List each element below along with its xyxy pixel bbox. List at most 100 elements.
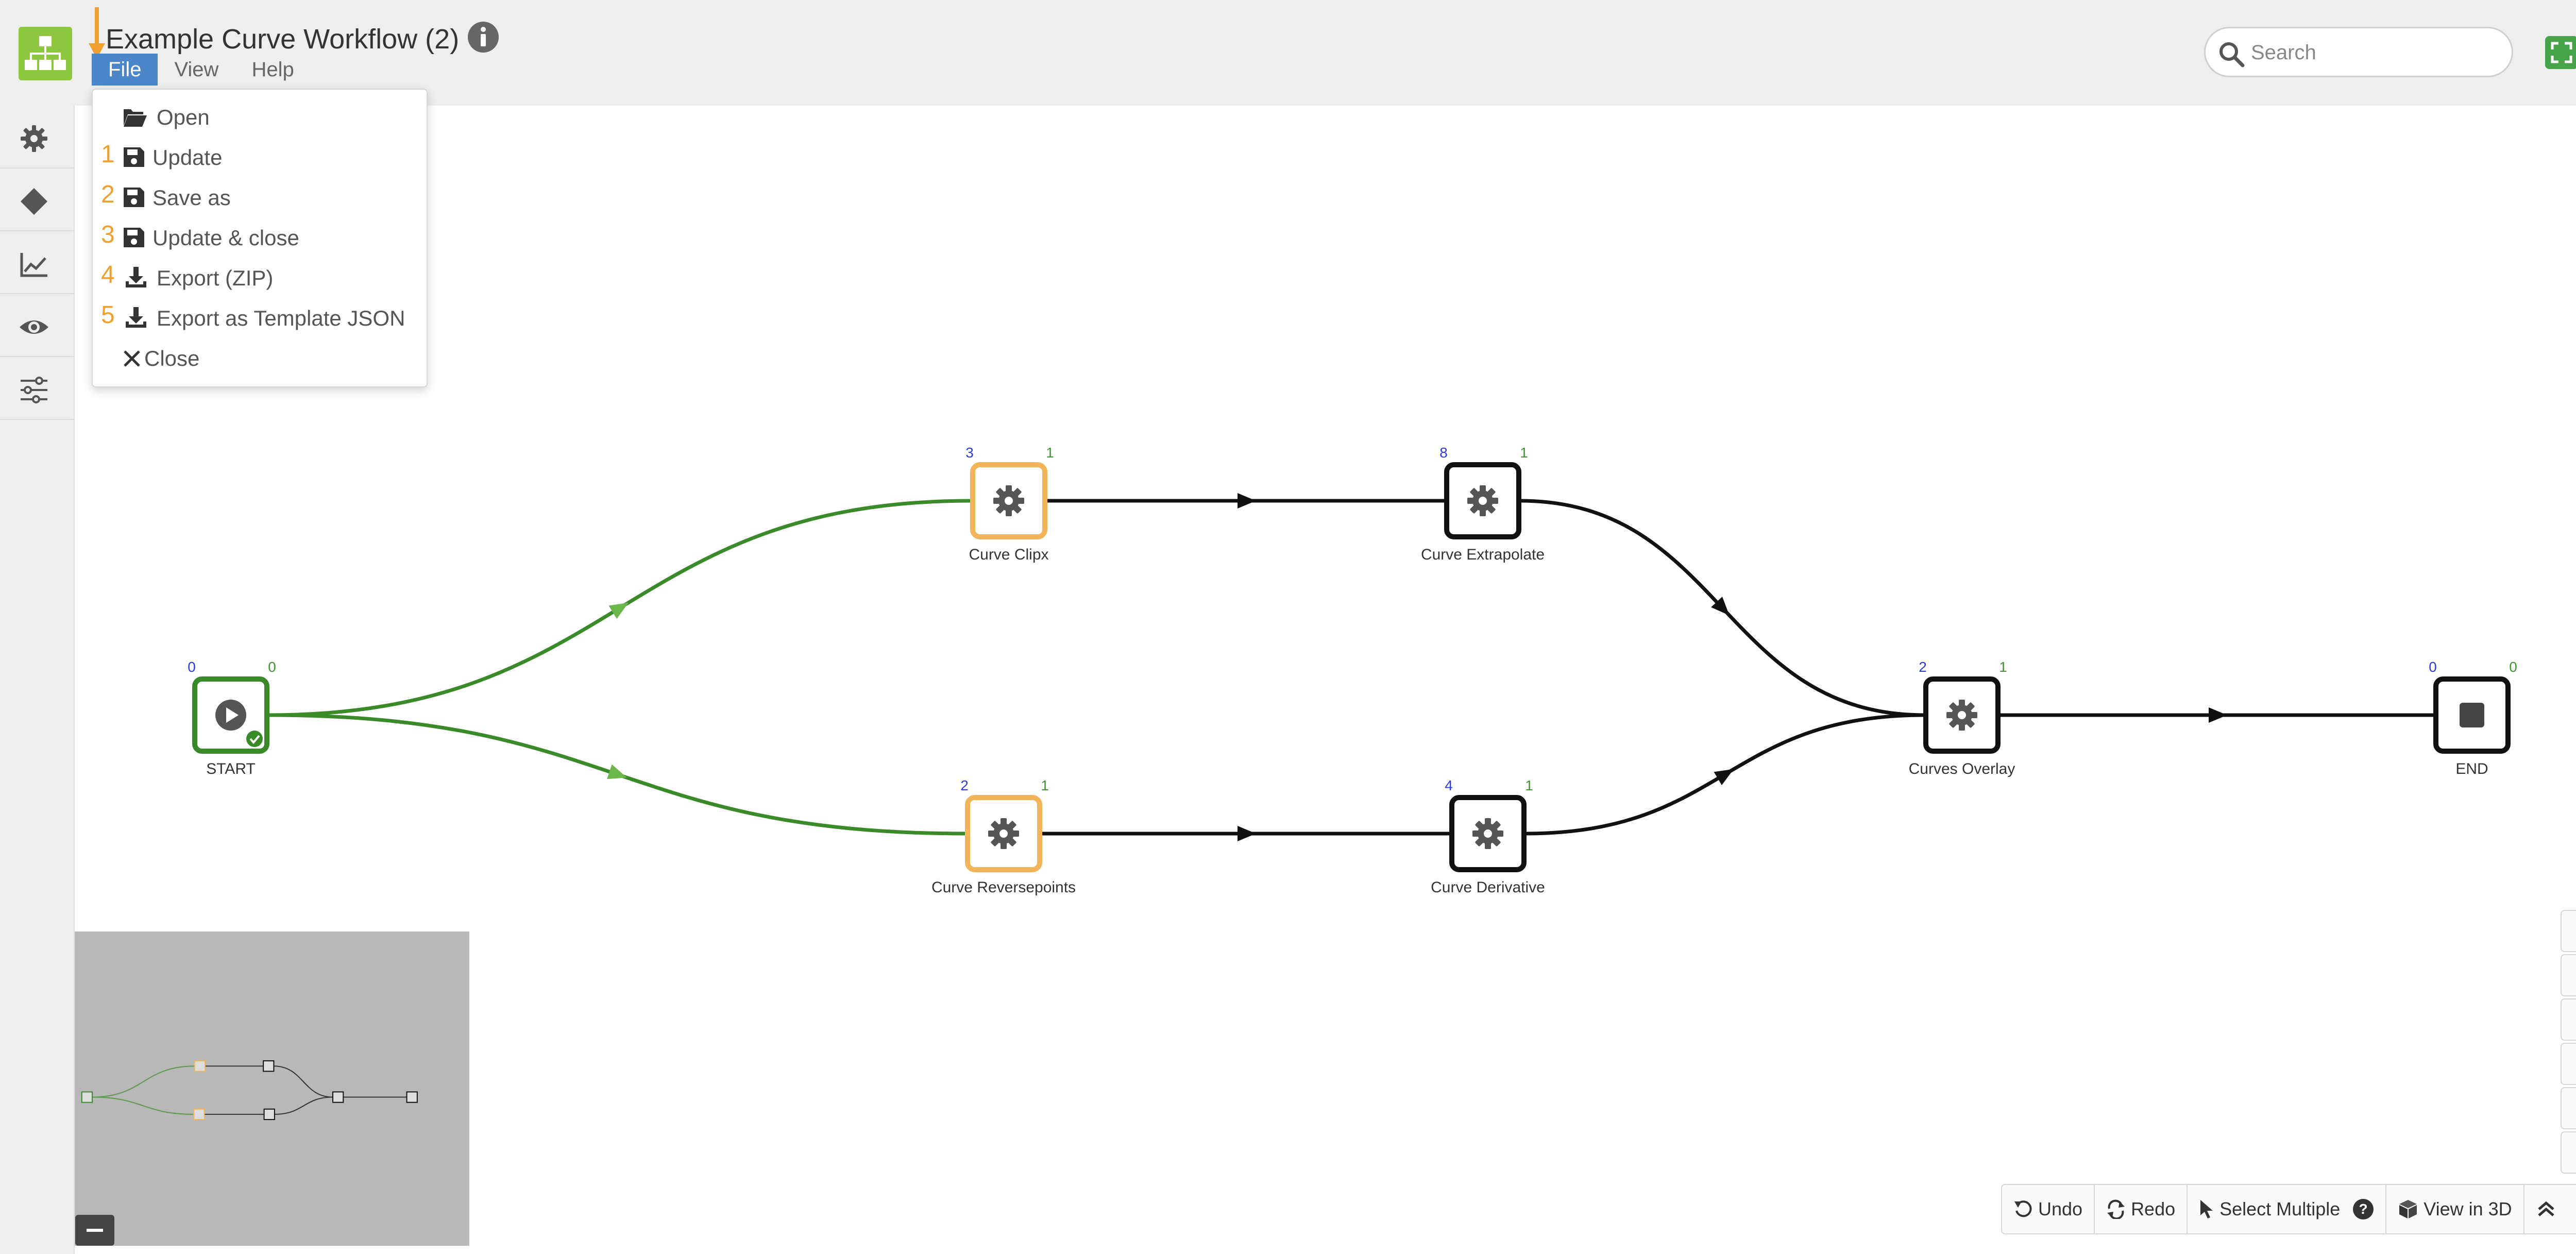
floppy-disk-icon (124, 188, 144, 207)
gear-icon (21, 125, 47, 152)
stop-button[interactable] (2561, 910, 2576, 952)
node-label: START (206, 760, 256, 777)
workflow-title: Example Curve Workflow (2) (106, 24, 460, 55)
line-chart-icon (20, 253, 47, 277)
menu-bar: File View Help (92, 54, 311, 86)
input-port-count: 2 (960, 777, 969, 793)
eye-icon (20, 320, 48, 334)
edge-arrow (1238, 826, 1256, 841)
redo-icon (2107, 1199, 2125, 1219)
undo-icon (2014, 1200, 2032, 1217)
menu-item-label: Save as (152, 185, 231, 210)
menu-help[interactable]: Help (251, 58, 294, 81)
output-port-count: 0 (268, 659, 276, 675)
edge-arrow (607, 764, 627, 779)
bottom-toolbar: Undo Redo Select Multiple ? View in 3D (2001, 1184, 2576, 1234)
input-port-count: 0 (2429, 659, 2437, 675)
output-port-count: 1 (1999, 659, 2007, 675)
minimap[interactable] (75, 931, 469, 1246)
output-port-count: 1 (1525, 777, 1533, 793)
menu-item-update[interactable]: 1 Update (93, 136, 428, 176)
feedback-button[interactable] (2561, 1131, 2576, 1174)
keyboard-button[interactable] (2561, 1087, 2576, 1129)
gear-icon (993, 485, 1024, 516)
workflow-tree-icon (25, 36, 66, 70)
minimap-node (81, 1091, 93, 1103)
search-icon (2219, 42, 2245, 67)
pin-button[interactable] (2561, 998, 2576, 1041)
edge-arrow (608, 602, 629, 619)
minimap-node (194, 1060, 206, 1072)
gear-icon (1467, 485, 1498, 516)
node-label: Curve Reversepoints (931, 879, 1076, 896)
fullscreen-button[interactable] (2545, 36, 2576, 69)
minimap-node (193, 1108, 205, 1121)
sidebar-item-nodes[interactable] (0, 168, 75, 231)
redo-button[interactable]: Redo (2095, 1185, 2188, 1233)
sidebar-item-view[interactable] (0, 294, 75, 357)
select-multiple-button[interactable]: Select Multiple ? (2188, 1185, 2387, 1233)
stop-icon (2460, 703, 2484, 727)
minimap-edge (274, 1065, 333, 1098)
view-3d-button[interactable]: View in 3D (2386, 1185, 2524, 1233)
header-bar: Example Curve Workflow (2) File View Hel… (0, 0, 2576, 106)
minimap-edge (92, 1065, 195, 1098)
cube-icon (2399, 1200, 2417, 1218)
home-button[interactable] (2561, 954, 2576, 996)
menu-item-update-close[interactable]: 3 Update & close (93, 216, 428, 257)
menu-item-close[interactable]: Close (93, 337, 428, 377)
menu-item-save-as[interactable]: 2 Save as (93, 176, 428, 216)
check-icon (246, 731, 263, 747)
search-input[interactable] (2251, 33, 2498, 72)
minimap-node (332, 1091, 344, 1103)
play-icon (226, 707, 239, 723)
menu-item-export-template-json[interactable]: 5 Export as Template JSON (93, 297, 428, 337)
minimap-graph (81, 1060, 418, 1121)
minimap-collapse-button[interactable] (75, 1215, 114, 1246)
sidebar-item-settings[interactable] (0, 106, 75, 168)
svg-text:?: ? (2359, 1201, 2368, 1217)
minimap-edge (274, 1096, 333, 1115)
minimap-edge (92, 1096, 194, 1115)
view-3d-label: View in 3D (2424, 1198, 2512, 1219)
menu-file[interactable]: File (92, 54, 158, 86)
expand-toolbar-button[interactable] (2524, 1185, 2573, 1233)
minimap-node (263, 1108, 275, 1121)
right-toolbar (2561, 910, 2576, 1174)
cursor-icon (2200, 1200, 2213, 1218)
download-icon (126, 307, 146, 328)
help-icon[interactable]: ? (2352, 1198, 2374, 1220)
undo-button[interactable]: Undo (2002, 1185, 2095, 1233)
menu-item-open[interactable]: Open (93, 96, 428, 136)
clipboard-button[interactable] (2561, 1043, 2576, 1085)
node-label: Curve Clipx (969, 546, 1048, 563)
edge-arrow (1714, 769, 1734, 786)
edge-arrow (2209, 707, 2227, 723)
app-logo[interactable] (19, 27, 72, 80)
shortcut-number: 2 (101, 181, 115, 208)
shortcut-number: 4 (101, 261, 115, 289)
sidebar-item-parameters[interactable] (0, 357, 75, 420)
info-icon[interactable] (467, 21, 500, 54)
menu-item-export-zip[interactable]: 4 Export (ZIP) (93, 257, 428, 297)
node-label: Curve Extrapolate (1421, 546, 1545, 563)
arrow-down-icon (89, 7, 105, 59)
select-multiple-label: Select Multiple (2219, 1198, 2341, 1219)
diamond-icon (21, 188, 47, 215)
menu-item-label: Close (144, 346, 200, 370)
menu-view[interactable]: View (174, 58, 219, 81)
left-sidebar (0, 106, 75, 1254)
minus-icon (87, 1229, 103, 1232)
floppy-disk-icon (124, 228, 144, 247)
sidebar-item-charts[interactable] (0, 231, 75, 294)
menu-item-label: Update (152, 145, 223, 170)
